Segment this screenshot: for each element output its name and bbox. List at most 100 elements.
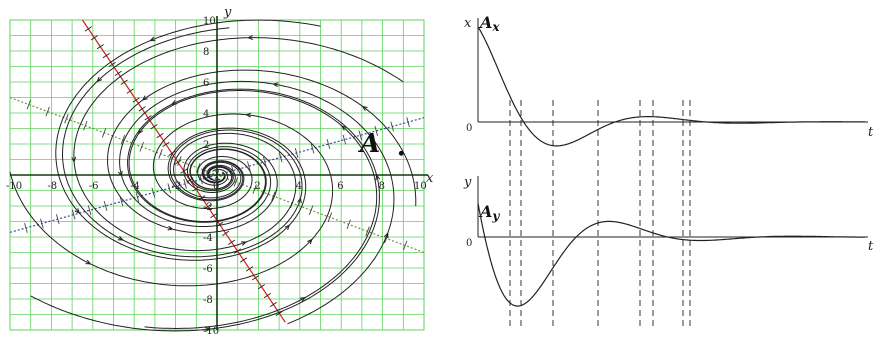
point-marker — [398, 150, 404, 156]
y-tick-label: -8 — [203, 295, 213, 306]
trajectory-5-arrow — [150, 36, 156, 42]
isocline-green-hatch — [403, 240, 408, 251]
isocline-green-hatch — [83, 120, 88, 131]
isocline-blue-hatch — [294, 148, 299, 158]
isocline-blue-hatch — [56, 214, 60, 225]
isocline-green-hatch — [365, 226, 370, 237]
isocline-blue-hatch — [24, 222, 28, 233]
isocline-red-hatch — [90, 35, 98, 41]
y-tick-label: -2 — [203, 202, 213, 213]
top-vertical-label: x — [464, 16, 472, 31]
trajectory-1-arrow — [142, 95, 148, 101]
isocline-green-hatch — [327, 212, 333, 223]
top-time-label: t — [868, 125, 874, 140]
isocline-blue-hatch — [135, 192, 140, 202]
isocline-red-hatch — [120, 79, 128, 85]
y-tick-label: 10 — [203, 16, 216, 27]
isocline-red-hatch — [108, 61, 116, 68]
trajectory-5-arrow — [74, 208, 80, 214]
y-tick-label: 6 — [203, 78, 209, 89]
isocline-blue-hatch — [119, 196, 124, 207]
isocline-green-hatch — [158, 149, 163, 159]
y-tick-label: 2 — [203, 140, 209, 151]
isocline-blue-hatch — [40, 218, 44, 229]
top-zero-label: 0 — [466, 123, 472, 134]
y-tick-label: -4 — [203, 233, 213, 244]
isocline-green-hatch — [308, 205, 314, 216]
isocline-green-hatch — [346, 219, 351, 230]
isocline-blue-hatch — [151, 187, 156, 198]
isocline-red-hatch — [156, 132, 164, 139]
isocline-red-hatch — [198, 195, 206, 201]
y-tick-label: 8 — [203, 47, 209, 58]
time-plots: x Ax 0 t y Ay 0 t — [463, 13, 874, 328]
isocline-blue-hatch — [183, 178, 187, 189]
trajectory-2-arrow — [96, 76, 103, 82]
bottom-time-label: t — [868, 239, 874, 254]
isocline-red-hatch — [102, 52, 110, 59]
trajectory-5-arrow — [284, 224, 290, 231]
y-tick-label: -10 — [203, 326, 219, 337]
isocline-red-hatch — [132, 97, 140, 103]
x-tick-label: 8 — [379, 181, 385, 192]
trajectory-8 — [119, 80, 395, 325]
isocline-green-hatch — [271, 191, 276, 201]
trajectory-4-arrow — [246, 112, 252, 118]
y-of-t-curve — [477, 203, 865, 307]
isocline-red-hatch — [263, 292, 271, 299]
isocline-blue-hatch — [71, 209, 76, 220]
trajectory-8-arrow — [117, 170, 123, 177]
x-tick-label: 2 — [254, 181, 260, 192]
isocline-red-hatch — [269, 301, 277, 308]
isocline-green-hatch — [139, 141, 144, 152]
trajectory-4-arrow — [307, 239, 313, 245]
x-tick-label: 0 — [213, 181, 219, 192]
isocline-blue-hatch — [390, 121, 394, 132]
trajectory-1-arrow — [362, 105, 368, 111]
trajectory-7-arrow — [71, 156, 77, 162]
isocline-red-hatch — [222, 230, 230, 236]
isocline-blue — [9, 117, 425, 233]
isocline-red-hatch — [114, 70, 122, 76]
trajectory-7 — [73, 37, 404, 252]
trajectory-2-arrow — [117, 235, 124, 241]
trajectory-8-arrow — [383, 232, 389, 239]
isocline-red-hatch — [126, 88, 134, 94]
isocline-red-hatch — [210, 212, 218, 219]
x-tick-label: -6 — [89, 181, 99, 192]
trajectory-1-arrow — [167, 225, 173, 231]
isocline-blue-hatch — [247, 161, 251, 172]
x-tick-label: 6 — [337, 181, 343, 192]
isocline-green-hatch — [177, 156, 182, 166]
isocline-red-hatch — [138, 106, 146, 112]
isocline-red-hatch — [245, 266, 254, 272]
isocline-blue-hatch — [103, 200, 108, 211]
isocline-blue-hatch — [278, 152, 283, 163]
isocline-red-hatch — [96, 44, 104, 50]
isocline-red-hatch — [239, 257, 248, 263]
trajectory-7-arrow — [240, 241, 247, 246]
trajectory-7-arrow — [247, 35, 253, 40]
y-tick-label: 4 — [203, 109, 209, 120]
isocline-red-hatch — [257, 284, 266, 290]
isocline-blue-hatch — [358, 130, 363, 141]
isocline-red-hatch — [228, 239, 236, 245]
phase-axes — [10, 16, 428, 330]
isocline-green-hatch — [120, 134, 126, 145]
trajectory-8-arrow — [273, 82, 279, 88]
trajectory-2-arrow — [297, 197, 302, 204]
isocline-red-hatch — [144, 115, 152, 121]
point-label: A — [357, 129, 380, 159]
trajectory-6-arrow — [138, 128, 144, 134]
dashed-guides — [509, 100, 691, 328]
bottom-vertical-label: y — [463, 175, 472, 190]
trajectory-6 — [128, 90, 378, 330]
isocline-red-hatch — [84, 26, 92, 32]
isocline-blue-hatch — [406, 117, 410, 128]
top-curve-label: Ax — [478, 13, 500, 34]
isocline-blue-hatch — [167, 183, 171, 194]
isocline-green-hatch — [252, 184, 257, 194]
x-axis-label: x — [426, 171, 434, 186]
trajectory-5 — [55, 19, 321, 261]
